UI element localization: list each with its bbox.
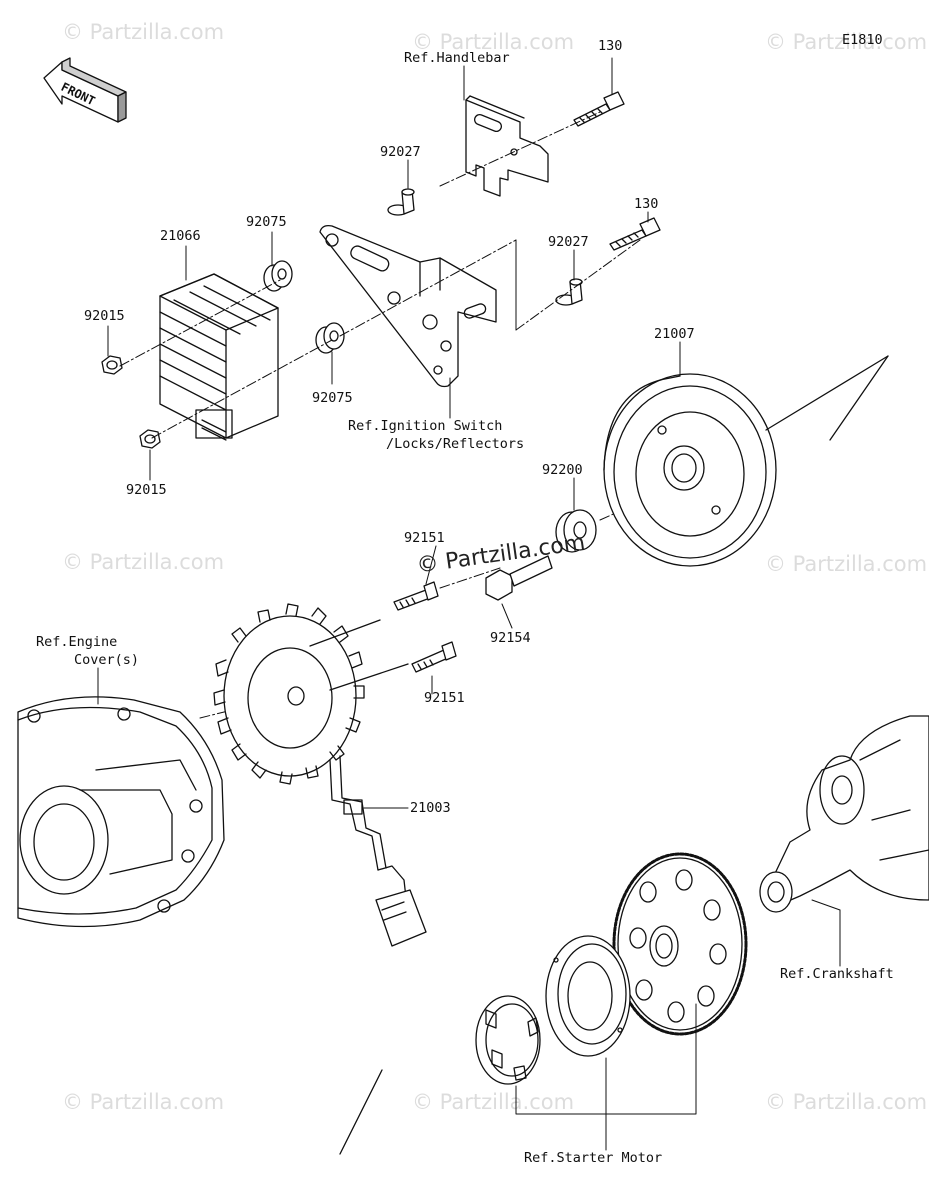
collar-92027-upper xyxy=(387,188,415,216)
starter-gear xyxy=(612,852,748,1036)
watermark: © Partzilla.com xyxy=(412,1090,575,1114)
ref-handlebar-label: Ref.Handlebar xyxy=(404,50,510,66)
watermark: © Partzilla.com xyxy=(765,30,928,54)
crankshaft xyxy=(759,715,929,913)
damper-92075-lower xyxy=(315,322,345,354)
part-label-92075-upper: 92075 xyxy=(246,214,287,230)
front-arrow-icon xyxy=(43,57,127,123)
one-way-clutch xyxy=(339,995,541,1155)
engine-cover xyxy=(17,696,225,928)
part-label-92154: 92154 xyxy=(490,630,531,646)
ref-engine-cover-label-2: Cover(s) xyxy=(74,652,140,668)
watermark: © Partzilla.com xyxy=(765,1090,928,1114)
bolt-92151-upper xyxy=(393,581,439,611)
nut-92015-upper xyxy=(101,355,123,375)
ref-ignition-switch-label-2: /Locks/Reflectors xyxy=(386,436,525,452)
part-label-21066: 21066 xyxy=(160,228,201,244)
ref-starter-motor-label: Ref.Starter Motor xyxy=(524,1150,663,1166)
diagram-code: E1810 xyxy=(842,32,883,48)
part-label-92151-upper: 92151 xyxy=(404,530,445,546)
part-label-21007: 21007 xyxy=(654,326,695,342)
collar-92027-lower xyxy=(555,278,583,306)
part-label-21003: 21003 xyxy=(410,800,451,816)
starter-clutch-plate xyxy=(545,935,631,1057)
ref-ignition-switch-label-1: Ref.Ignition Switch xyxy=(348,418,503,434)
part-label-92027-lower: 92027 xyxy=(548,234,589,250)
part-label-92075-lower: 92075 xyxy=(312,390,353,406)
watermark: © Partzilla.com xyxy=(412,30,575,54)
part-label-92200: 92200 xyxy=(542,462,583,478)
bolt-92154 xyxy=(485,555,553,601)
part-label-130-upper: 130 xyxy=(598,38,623,54)
bolt-130-lower xyxy=(609,217,661,251)
part-label-92015-lower: 92015 xyxy=(126,482,167,498)
part-label-92151-lower: 92151 xyxy=(424,690,465,706)
damper-92075-upper xyxy=(263,260,293,292)
mounting-bracket xyxy=(319,224,497,388)
stator-coil xyxy=(213,603,427,947)
watermark: © Partzilla.com xyxy=(62,1090,225,1114)
regulator-rectifier xyxy=(159,273,279,441)
part-label-92015-upper: 92015 xyxy=(84,308,125,324)
nut-92015-lower xyxy=(139,429,161,449)
washer-92200 xyxy=(555,509,597,553)
rotor-flywheel xyxy=(603,355,889,567)
handlebar-bracket xyxy=(465,95,549,197)
part-label-130-lower: 130 xyxy=(634,196,659,212)
watermark: © Partzilla.com xyxy=(765,552,928,576)
bolt-130-upper xyxy=(573,91,625,127)
watermark: © Partzilla.com xyxy=(62,550,225,574)
watermark: © Partzilla.com xyxy=(62,20,225,44)
starter-ref-bracket xyxy=(515,1003,697,1151)
ref-engine-cover-label-1: Ref.Engine xyxy=(36,634,118,650)
part-label-92027-upper: 92027 xyxy=(380,144,421,160)
ref-crankshaft-label: Ref.Crankshaft xyxy=(780,966,894,982)
bolt-92151-lower xyxy=(411,641,457,673)
